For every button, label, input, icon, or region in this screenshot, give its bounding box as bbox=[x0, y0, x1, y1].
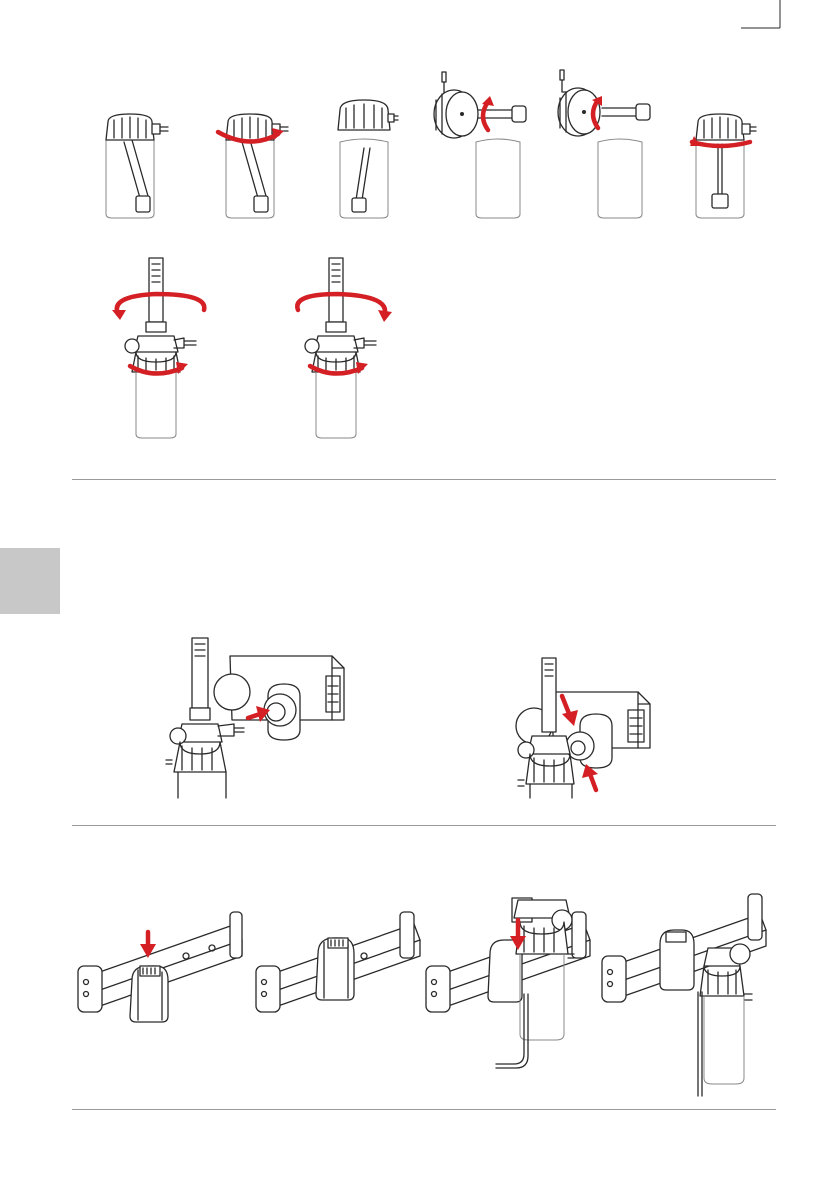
figure-cap-attached bbox=[102, 110, 172, 222]
crop-mark bbox=[0, 0, 839, 40]
figure-rail-clamp-press bbox=[76, 910, 246, 1030]
rotate-arrow-icon bbox=[483, 102, 488, 130]
figure-cap-refit bbox=[690, 108, 760, 222]
section-divider bbox=[72, 1109, 776, 1110]
section-divider bbox=[72, 479, 776, 480]
push-arrow-icon bbox=[590, 774, 596, 790]
figure-outlet-release bbox=[510, 656, 670, 800]
section-divider bbox=[72, 825, 776, 826]
figure-rail-clamp-fitted bbox=[254, 910, 424, 1030]
figure-cap-turn bbox=[212, 110, 292, 222]
figure-rail-bottle-mounted bbox=[600, 892, 776, 1096]
figure-rail-bottle-insert bbox=[424, 894, 594, 1070]
figure-flowmeter-rotate-1 bbox=[108, 256, 218, 442]
figure-float-tube-rotate-2 bbox=[552, 70, 662, 222]
figure-outlet-insert bbox=[160, 636, 350, 800]
figure-cap-removed bbox=[336, 96, 400, 222]
chapter-tab bbox=[0, 548, 60, 614]
figure-flowmeter-rotate-2 bbox=[288, 256, 398, 442]
figure-float-tube-rotate bbox=[424, 72, 534, 222]
rotate-arrow-icon bbox=[692, 142, 750, 146]
